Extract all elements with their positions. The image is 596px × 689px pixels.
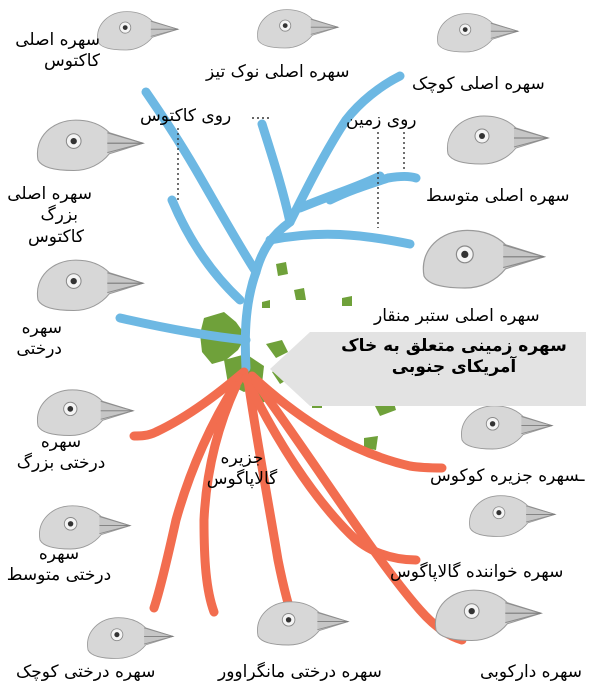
- label-large-cactus-finch: سهره اصلی بزرگ کاکتوس: [2, 184, 92, 248]
- label-line: کاکتوس: [4, 51, 100, 72]
- label-galapagos-island: جزیره گالاپاگوس: [202, 448, 282, 491]
- mangrove-finch-head: [257, 602, 348, 645]
- label-woodpecker-finch: سهره دارکوبی: [480, 662, 582, 683]
- label-mangrove-finch: سهره درختی مانگراوور: [218, 662, 382, 683]
- island-patch: [262, 300, 270, 308]
- label-on-ground: روی زمین: [346, 110, 417, 131]
- island-patch: [342, 296, 352, 306]
- label-line: گالاپاگوس: [202, 469, 282, 490]
- small-tree-finch-head: [88, 618, 173, 659]
- label-medium-tree-finch: سهره درختی متوسط: [4, 544, 114, 587]
- large-tree-finch-head: [37, 390, 133, 436]
- label-large-tree-finch: سهره درختی بزرگ: [6, 432, 116, 475]
- label-line: سهره اصلی: [2, 184, 92, 205]
- branch-mangrove: [248, 380, 296, 628]
- branch-small-tree: [204, 386, 236, 612]
- medium-tree-finch-head: [39, 506, 130, 549]
- label-line: سهره: [6, 432, 116, 453]
- label-line: درختی: [2, 339, 62, 360]
- label-line: آمریکای جنوبی: [326, 357, 582, 378]
- label-small-tree-finch: سهره درختی کوچک: [16, 662, 155, 683]
- label-warbler-finch: سهره خواننده گالاپاگوس: [390, 562, 563, 583]
- large-ground-finch-head: [423, 230, 544, 288]
- label-sharp-beaked-finch: سهره اصلی نوک تیز: [206, 62, 350, 83]
- label-vegetarian-finch: سهره درختی: [2, 318, 62, 361]
- island-patch: [294, 288, 306, 300]
- medium-ground-finch-head: [447, 116, 548, 164]
- label-on-cactus: روی کاکتوس: [140, 106, 231, 127]
- label-line: سهره: [4, 544, 114, 565]
- cocos-finch-head: [461, 406, 552, 449]
- branch-sharp-beak: [262, 124, 290, 222]
- label-line: بزرگ: [2, 205, 92, 226]
- sharp-beaked-finch-head: [258, 10, 338, 48]
- large-cactus-finch-head: [37, 120, 143, 170]
- woodpecker-finch-head: [435, 590, 541, 640]
- vegetarian-finch-head: [37, 260, 143, 310]
- label-line: درختی بزرگ: [6, 453, 116, 474]
- branch-large-cactus: [172, 200, 240, 300]
- label-line: سهره اصلی: [4, 30, 100, 51]
- label-line: سهره زمینی متعلق به خاک: [326, 336, 582, 357]
- cactus-finch-head: [98, 12, 178, 50]
- label-cactus-finch: سهره اصلی کاکتوس: [4, 30, 100, 73]
- warbler-finch-head: [470, 496, 555, 537]
- label-line: درختی متوسط: [4, 565, 114, 586]
- branch-large-ground: [270, 234, 410, 244]
- label-line: کاکتوس: [2, 227, 92, 248]
- tree-finch-branches: [134, 372, 462, 640]
- label-medium-ground-finch: سهره اصلی متوسط: [426, 186, 570, 207]
- label-line: سهره: [2, 318, 62, 339]
- island-patch: [276, 262, 288, 276]
- label-cocos-finch: ـسهره جزیره کوکوس: [430, 466, 585, 487]
- small-ground-finch-head: [438, 14, 518, 52]
- island-patch: [266, 340, 288, 358]
- label-small-ground-finch: سهره اصلی کوچک: [412, 74, 545, 95]
- branch-small-ground: [290, 76, 400, 222]
- label-mainland-ancestor: سهره زمینی متعلق به خاک آمریکای جنوبی: [326, 336, 582, 379]
- label-large-ground-finch: سهره اصلی ستبر منقار: [374, 306, 540, 327]
- label-line: جزیره: [202, 448, 282, 469]
